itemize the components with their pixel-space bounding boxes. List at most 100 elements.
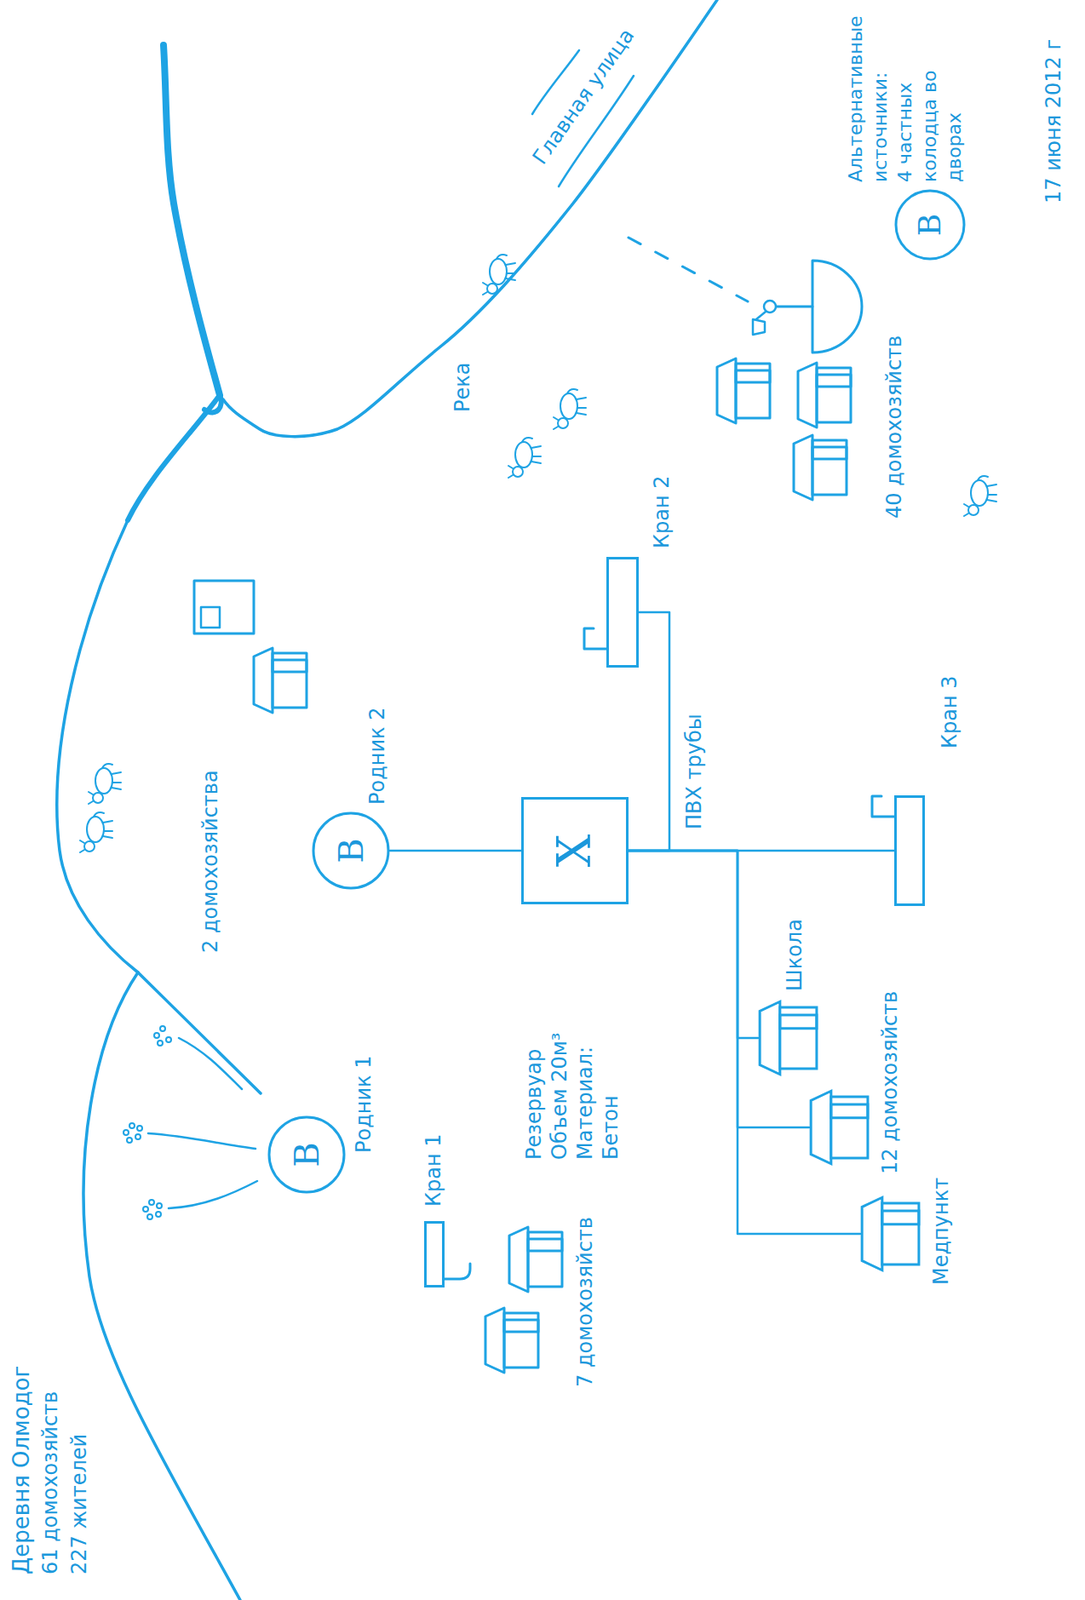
node-caption: 12 домохозяйств [877,991,903,1175]
tap-bar [608,558,638,667]
river-bank [83,972,241,1600]
cow-doodle [482,254,516,295]
node-caption: Кран 2 [648,475,675,549]
house-roof [861,1197,883,1271]
node-label: Резервуар Объем 20м³ Материал: Бетон [521,989,624,1160]
house-body [882,1203,919,1265]
node-caption: Медпункт [928,1177,954,1286]
standpipe-tap-outline [894,795,925,907]
node-label: 12 домохозяйств [877,991,903,1175]
cow-doodle [964,476,997,517]
outhouse-window [200,607,220,628]
house-side [780,1015,817,1029]
date-note: 17 июня 2012 г [1040,39,1067,204]
population-count: 227 жителей [66,1434,92,1575]
river-label: Река [449,362,476,413]
tap-spout [872,796,895,817]
river-main [163,45,220,396]
symbol-letter: В [289,1142,324,1167]
school-house: Школа [757,999,818,1077]
household-group-label: 2 домохозяйства [197,769,224,953]
spring-flow [168,1181,258,1209]
house-icon [253,648,307,713]
node-label: Школа [781,918,808,992]
node-label: 4 частных колодца во дворах [892,11,967,183]
household-group-label: 7 домохозяйств [572,1217,598,1388]
spring-circle: ВРодник 2 [311,811,391,890]
outhouse-icon [194,580,254,634]
house-icon [509,1227,563,1292]
house-side [882,1211,919,1225]
house-icon [793,435,847,500]
school-house-outline [757,999,818,1077]
node-caption: Кран 3 [936,675,963,749]
standpipe-tap: Кран 1 [424,1221,445,1288]
symbol-letter: В [914,213,946,236]
spring-circle: ВРодник 1 [267,1115,346,1195]
house-body [831,1096,868,1159]
river-bank [223,0,718,437]
house-roof [810,1090,832,1165]
well-dome [812,260,862,353]
reservoir-box: ХРезервуар Объем 20м³ Материал: Бетон [521,797,629,905]
standpipe-tap: Кран 3 [894,795,925,907]
clinic-house-outline [860,1195,920,1273]
spring-flow [178,1038,242,1090]
house-icon [797,362,851,428]
well-circle: ВАльтернативные источники:4 частных коло… [894,189,966,261]
circle-outline [895,190,965,259]
clinic-house: Медпункт [860,1195,920,1273]
node-caption: Школа [781,918,808,992]
house-icon [717,358,770,424]
standpipe-tap: Кран 2 [606,556,639,668]
pvc-pipe [628,850,861,1235]
node-caption: Альтернативные источники:4 частных колод… [843,11,967,183]
map-title: Деревня Олмодог [8,1366,35,1575]
circle-outline [269,1117,345,1193]
house-side [831,1104,868,1119]
river-main [127,395,220,521]
circle-outline [313,813,389,889]
node-label: Кран 1 [420,1133,447,1207]
node-label: Кран 2 [648,475,675,549]
standpipe-tap-outline [424,1221,445,1288]
household-count: 61 домохозяйств [37,1391,64,1575]
cow-doodle [88,763,121,804]
node-label: Альтернативные источники: [843,11,893,183]
pvc-pipe [390,849,522,853]
river-bank [57,520,138,973]
house-icon-outline [809,1089,869,1166]
symbol-letter: В [333,838,368,863]
node-caption: Резервуар Объем 20м³ Материал: Бетон [521,989,624,1160]
node-label: Родник 2 [364,707,391,805]
box-outline [522,798,628,904]
tap-spout [444,1263,471,1280]
node-label: Родник 1 [350,1056,377,1154]
house-icon [485,1308,539,1373]
node-caption: Родник 1 [350,1056,377,1154]
household-group-label: 40 домохозяйств [881,335,908,519]
path-dashes [628,237,748,302]
cow-doodle [553,389,586,430]
house-body [780,1007,817,1069]
node-caption: Родник 2 [364,707,391,805]
river-tributary [137,972,261,1094]
well-bucket [752,311,766,335]
node-label: Кран 3 [936,675,963,749]
node-caption: Кран 1 [420,1133,447,1207]
spring-dots [123,1026,172,1220]
tap-spout [584,628,607,649]
house-icon: 12 домохозяйств [809,1089,869,1166]
well-post [776,305,813,309]
pvc-pipe [628,850,810,1128]
tap-bar [895,797,925,906]
symbol-letter: Х [551,834,598,867]
standpipe-tap-outline [606,556,639,668]
pipe-label: ПВХ трубы [681,713,707,830]
house-roof [759,1001,781,1075]
cow-doodle [508,437,541,478]
spring-flow [148,1133,256,1149]
node-label: Медпункт [928,1177,954,1286]
cow-doodle [80,812,113,853]
